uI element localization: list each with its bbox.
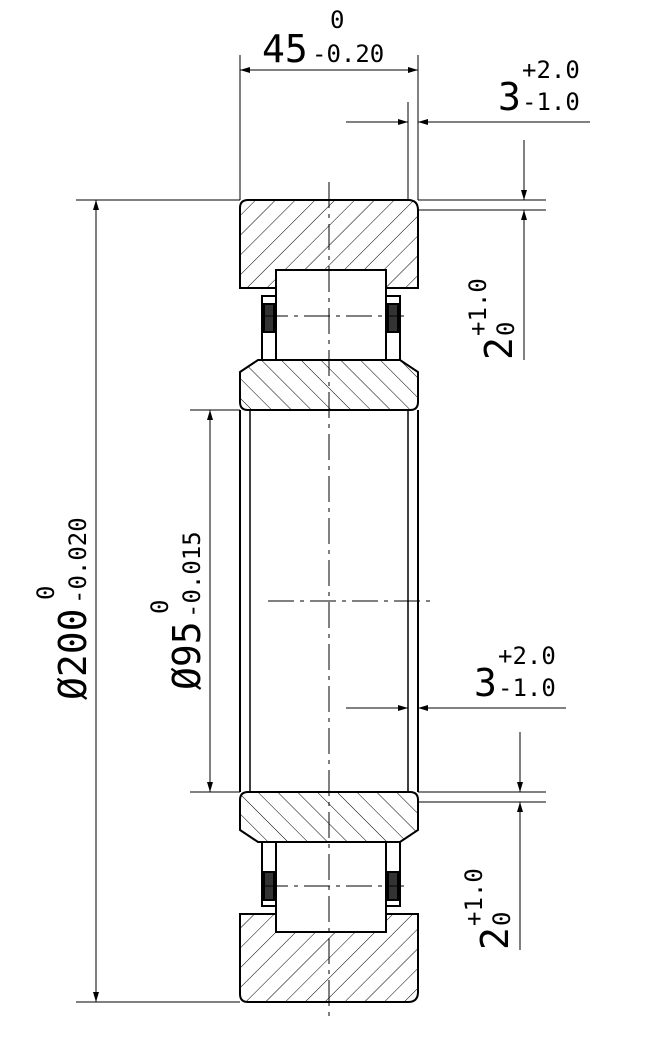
inner-dia-lower: -0.015	[178, 531, 206, 618]
width-dim-label: 45 0 -0.20	[262, 6, 384, 71]
centerlines	[262, 182, 432, 1022]
radial-3-bottom-label: 3 +2.0 -1.0	[474, 642, 556, 705]
axial-2-bottom-lower: 0	[488, 912, 516, 926]
width-dim-lower: -0.20	[312, 40, 384, 68]
outer-dia-nominal: Ø200	[51, 608, 95, 700]
axial-2-bottom-upper: +1.0	[460, 868, 488, 926]
width-dim-upper: 0	[330, 6, 344, 34]
axial-2-top-upper: +1.0	[464, 278, 492, 336]
radial-3-bottom-upper: +2.0	[498, 642, 556, 670]
radial-3-top-label: 3 +2.0 -1.0	[498, 56, 580, 119]
axial-2-top-label: 2 +1.0 0	[464, 278, 521, 360]
outer-dia-label: Ø200 0 -0.020	[32, 517, 95, 700]
radial-3-bottom-lower: -1.0	[498, 674, 556, 702]
radial-3-top-nominal: 3	[498, 75, 521, 119]
radial-3-top-lower: -1.0	[522, 88, 580, 116]
axial-2-bottom-label: 2 +1.0 0	[460, 868, 517, 950]
dim-lines	[93, 67, 590, 1002]
radial-3-bottom-nominal: 3	[474, 661, 497, 705]
axial-2-bottom-nominal: 2	[473, 927, 517, 950]
outer-dia-upper: 0	[32, 586, 60, 600]
inner-dia-nominal: Ø95	[165, 621, 209, 690]
roller-bottom	[261, 841, 401, 933]
outer-dia-lower: -0.020	[64, 517, 92, 604]
inner-dia-upper: 0	[146, 600, 174, 614]
roller-top	[261, 269, 401, 361]
width-dim-nominal: 45	[262, 27, 308, 71]
radial-3-top-upper: +2.0	[522, 56, 580, 84]
axial-2-top-lower: 0	[492, 322, 520, 336]
inner-dia-label: Ø95 0 -0.015	[146, 531, 209, 690]
axial-2-top-nominal: 2	[477, 337, 521, 360]
